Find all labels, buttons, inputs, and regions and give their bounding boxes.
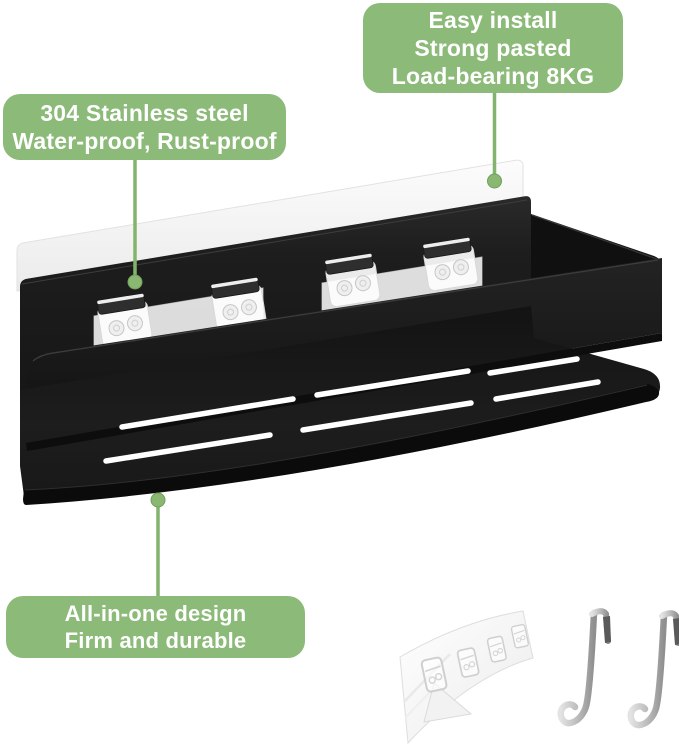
hanging-hook bbox=[561, 611, 611, 723]
wall-clip bbox=[421, 236, 480, 292]
connector-design bbox=[150, 492, 166, 596]
callout-install-line1: Easy install bbox=[428, 7, 558, 33]
panel-fold-flap bbox=[423, 682, 473, 723]
callout-dot-material bbox=[127, 274, 143, 290]
callout-install-line3: Load-bearing 8KG bbox=[391, 63, 595, 89]
hanging-hook bbox=[631, 613, 679, 725]
callout-material-line1: 304 Stainless steel bbox=[40, 100, 249, 126]
connector-material bbox=[127, 160, 143, 290]
wall-clip bbox=[323, 252, 382, 308]
drain-slot bbox=[119, 396, 296, 430]
base-top bbox=[20, 306, 661, 504]
callout-install: Easy install Strong pasted Load-bearing … bbox=[363, 3, 623, 93]
adhesive-backing-sheet bbox=[16, 159, 524, 292]
drain-slot bbox=[300, 400, 474, 433]
callout-material-line2: Water-proof, Rust-proof bbox=[12, 128, 277, 154]
drain-slot bbox=[487, 356, 580, 376]
callout-install-line2: Strong pasted bbox=[414, 35, 572, 61]
callout-design-line1: All-in-one design bbox=[64, 601, 247, 626]
callout-dot-install bbox=[487, 173, 502, 189]
connector-install bbox=[487, 93, 502, 189]
spare-adhesive-panel bbox=[399, 610, 534, 745]
spare-hooks bbox=[561, 611, 679, 725]
drain-slot bbox=[103, 432, 273, 464]
drain-slot bbox=[314, 368, 471, 398]
callout-design-line2: Firm and durable bbox=[64, 628, 247, 653]
drain-slots bbox=[103, 356, 601, 464]
callout-connectors bbox=[127, 93, 502, 596]
drain-slot bbox=[493, 379, 601, 402]
callout-material: 304 Stainless steel Water-proof, Rust-pr… bbox=[3, 94, 286, 160]
base-front-lip bbox=[23, 384, 660, 505]
callout-design: All-in-one design Firm and durable bbox=[6, 596, 305, 658]
shelf-base-tray bbox=[20, 306, 662, 505]
callout-dot-design bbox=[150, 492, 166, 508]
